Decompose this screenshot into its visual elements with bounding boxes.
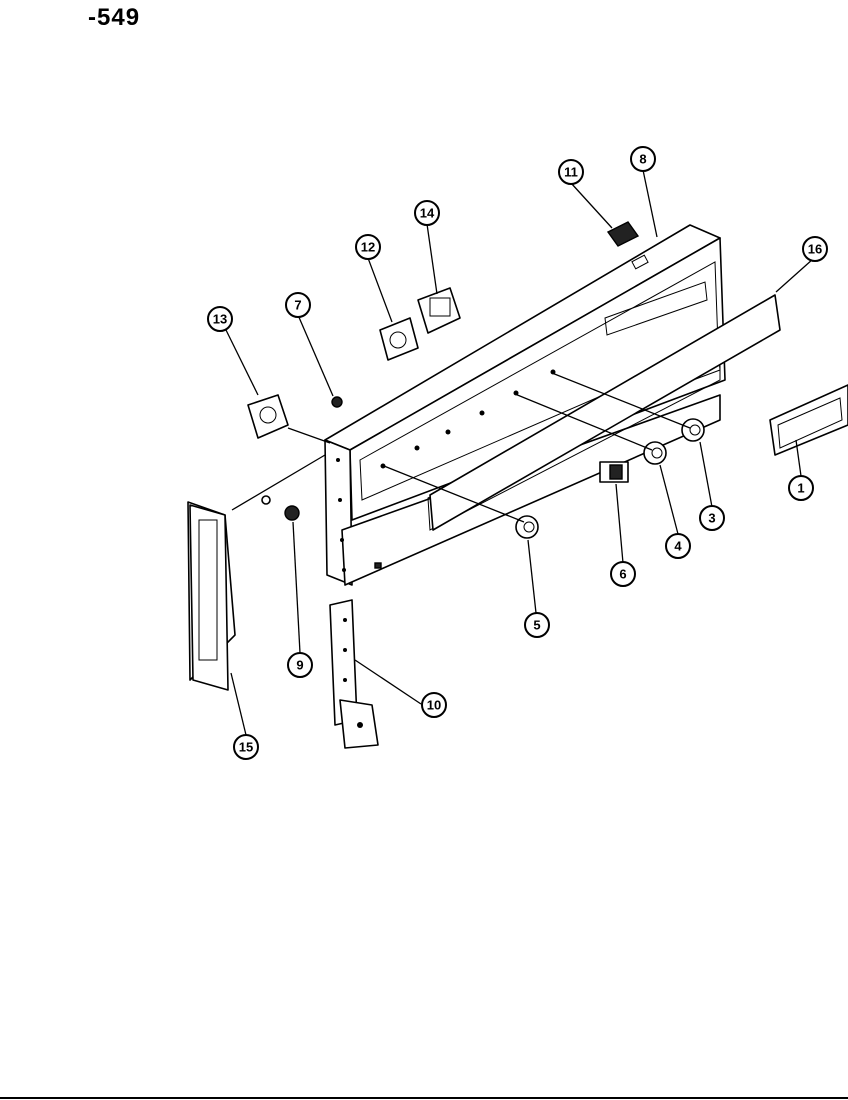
callout-13: 13 bbox=[207, 306, 233, 332]
callout-8: 8 bbox=[630, 146, 656, 172]
svg-text:7: 7 bbox=[294, 298, 301, 313]
bracket-10 bbox=[329, 599, 379, 749]
svg-text:9: 9 bbox=[296, 658, 303, 673]
clip-11 bbox=[606, 221, 640, 247]
trim-strip-16 bbox=[429, 294, 781, 531]
svg-text:6: 6 bbox=[619, 567, 626, 582]
svg-text:8: 8 bbox=[639, 152, 646, 167]
end-panel-15 bbox=[187, 501, 236, 691]
callout-5: 5 bbox=[524, 612, 550, 638]
control-panel-8 bbox=[324, 224, 726, 586]
svg-text:12: 12 bbox=[361, 240, 375, 255]
callout-11: 11 bbox=[558, 159, 584, 185]
page-title: -549 bbox=[88, 4, 141, 31]
callout-3: 3 bbox=[699, 505, 725, 531]
svg-text:11: 11 bbox=[564, 165, 578, 180]
svg-text:10: 10 bbox=[427, 698, 441, 713]
callout-15: 15 bbox=[233, 734, 259, 760]
callout-14: 14 bbox=[414, 200, 440, 226]
callout-10: 10 bbox=[421, 692, 447, 718]
switch-14 bbox=[417, 287, 461, 334]
leader-lines bbox=[225, 169, 814, 736]
bottom-rule bbox=[0, 1097, 848, 1099]
svg-text:4: 4 bbox=[674, 539, 682, 554]
svg-text:1: 1 bbox=[797, 481, 804, 496]
screw-9 bbox=[261, 495, 300, 521]
switch-12 bbox=[379, 317, 419, 361]
knob-5 bbox=[515, 515, 539, 539]
svg-text:14: 14 bbox=[420, 206, 435, 221]
callout-7: 7 bbox=[285, 292, 311, 318]
callout-12: 12 bbox=[355, 234, 381, 260]
knob-4 bbox=[643, 441, 667, 465]
callout-9: 9 bbox=[287, 652, 313, 678]
callout-16: 16 bbox=[802, 236, 828, 262]
callout-4: 4 bbox=[665, 533, 691, 559]
nut-7 bbox=[331, 396, 343, 408]
knob-3 bbox=[681, 418, 705, 442]
rocker-switch-6 bbox=[599, 461, 629, 483]
callout-1: 1 bbox=[788, 475, 814, 501]
svg-text:3: 3 bbox=[708, 511, 715, 526]
svg-text:15: 15 bbox=[239, 740, 253, 755]
svg-text:13: 13 bbox=[213, 312, 227, 327]
svg-text:5: 5 bbox=[533, 618, 540, 633]
clock-assembly-1 bbox=[769, 384, 848, 456]
svg-text:16: 16 bbox=[808, 242, 822, 257]
callout-6: 6 bbox=[610, 561, 636, 587]
switch-13 bbox=[247, 394, 289, 439]
